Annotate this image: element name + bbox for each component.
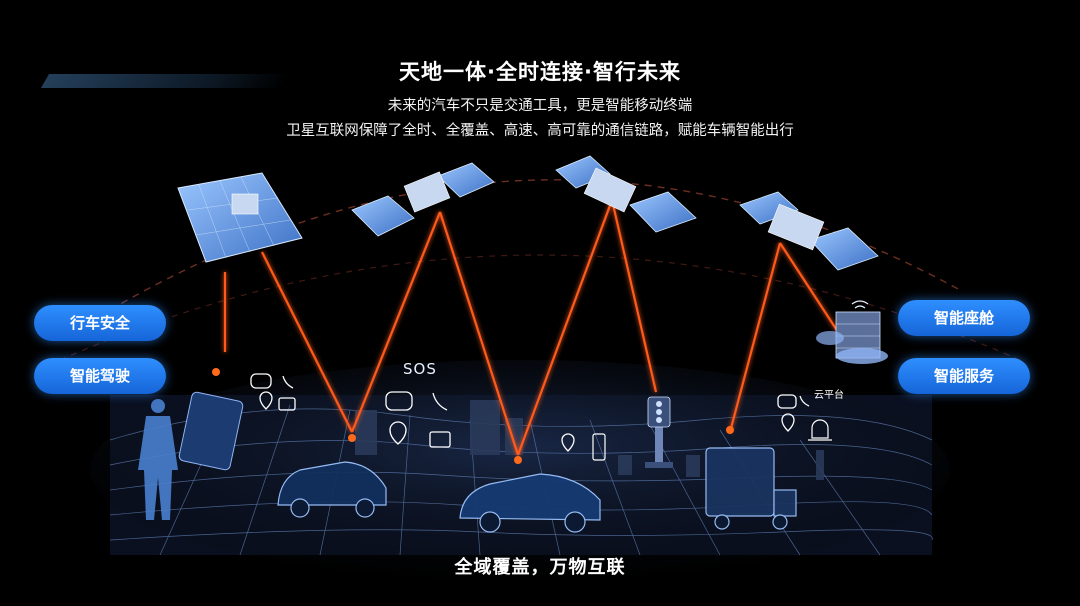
person-figure	[138, 399, 178, 520]
location-pin-icon	[259, 391, 795, 452]
phone-icon	[282, 375, 810, 411]
satellite-icon	[177, 172, 303, 263]
feature-pill-driving-safety: 行车安全	[34, 305, 166, 341]
communication-beams	[223, 199, 841, 456]
satellite-icon	[555, 155, 697, 233]
feature-pill-smart-service: 智能服务	[898, 358, 1030, 394]
feature-pill-smart-cabin: 智能座舱	[898, 300, 1030, 336]
satellite-icon	[351, 162, 495, 237]
traffic-light-icon	[592, 433, 606, 461]
signal-emitters	[212, 368, 734, 464]
wifi-icon	[851, 300, 869, 309]
cloud-server-icon	[816, 311, 888, 364]
orbit-arc-inner	[59, 254, 1021, 361]
car-wireframe	[277, 461, 387, 518]
truck-wireframe	[705, 447, 797, 530]
chat-bubble-icon	[250, 373, 797, 411]
smartphone-icon	[178, 391, 244, 471]
subtitle-line-1: 未来的汽车不只是交通工具，更是智能移动终端	[387, 98, 693, 114]
traffic-light-icon	[645, 396, 673, 468]
video-camera-icon	[278, 397, 451, 448]
feature-pill-smart-driving: 智能驾驶	[34, 358, 166, 394]
car-wireframe	[459, 473, 601, 533]
subtitle-line-2: 卫星互联网保障了全时、全覆盖、高速、高可靠的通信链路，赋能车辆智能出行	[286, 123, 794, 139]
footer-caption: 全域覆盖，万物互联	[454, 557, 626, 578]
sos-label: SOS	[403, 360, 437, 378]
alarm-light-icon	[808, 419, 832, 441]
cloud-platform-label: 云平台	[814, 390, 844, 401]
satellite-icon	[739, 191, 879, 271]
slide-title: 天地一体·全时连接·智行未来	[399, 60, 681, 84]
